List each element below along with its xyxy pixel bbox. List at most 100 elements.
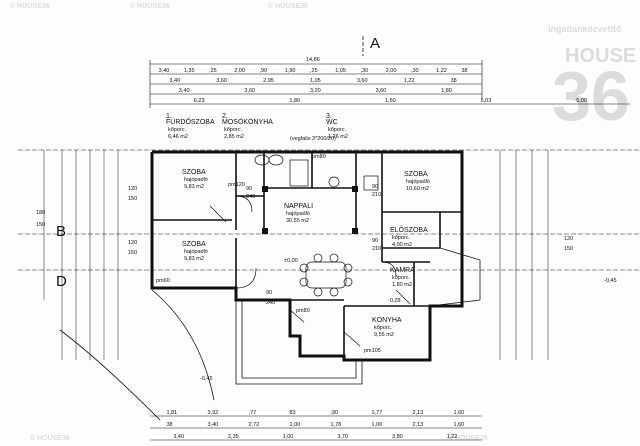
room-area-9: 9,55 m2 <box>374 332 394 338</box>
opening-4: 180 <box>36 210 45 216</box>
top-dim-4-4: 5,00 <box>576 98 587 104</box>
top-dim-3-3: 3,60 <box>376 88 387 94</box>
room-floor-6: hajópadló <box>406 179 430 185</box>
opening-0: 120 <box>128 186 137 192</box>
room-name-3: SZOBA <box>182 169 206 176</box>
axis-d-marker: D <box>18 269 640 290</box>
bottom-dim-1-0: 1,81 <box>167 410 178 416</box>
top-dim-2-4: 3,60 <box>357 78 368 84</box>
top-dim-4-2: 1,50 <box>385 98 396 104</box>
outer-walls <box>150 150 464 362</box>
watermark-tag-2: © HOUSE36 <box>130 2 170 10</box>
room-name-2: WC <box>326 119 338 126</box>
top-dim-4-0: 6,23 <box>194 98 205 104</box>
room-name-0: FÜRDŐSZOBA <box>166 117 215 126</box>
opening-2: 120 <box>128 240 137 246</box>
top-dim-3-1: 3,60 <box>244 88 255 94</box>
room-area-0: 6,46 m2 <box>168 134 188 140</box>
watermark-digits: 36 <box>552 57 630 135</box>
room-floor-9: kőporc. <box>374 325 393 331</box>
top-dim-2-6: 38 <box>451 78 457 84</box>
opening-annotations: 1201501201501801501201509024090210902109… <box>36 154 573 354</box>
top-dim-1-11: 1,22 <box>436 68 447 74</box>
bottom-dim-3-0: 3,40 <box>173 434 184 440</box>
opening-5: 150 <box>36 222 45 228</box>
opening-15: 240 <box>266 300 275 306</box>
watermark: HOUSE Ingatlanközvetítő 36 © HOUSE36 © H… <box>10 2 636 442</box>
room-floor-2: kőporc. <box>328 127 347 133</box>
room-floor-5: hajópadló <box>286 211 310 217</box>
opening-18: pm105 <box>364 348 381 354</box>
bottom-dim-2-2: 2,72 <box>249 422 260 428</box>
room-floor-0: kőporc. <box>168 127 187 133</box>
watermark-brand: HOUSE <box>565 45 636 67</box>
top-dim-1-7: 1,05 <box>335 68 346 74</box>
bottom-dim-2-1: 3,40 <box>208 422 219 428</box>
watermark-tag-4: © HOUSE36 <box>30 434 70 442</box>
opening-12: 90 <box>372 238 378 244</box>
bottom-dim-1-2: ,77 <box>249 410 257 416</box>
top-dim-1-10: ,30 <box>411 68 419 74</box>
opening-1: 150 <box>128 196 137 202</box>
room-name-8: KAMRA <box>390 267 415 274</box>
room-number-1: 1. <box>166 113 172 120</box>
room-number-2: 2. <box>222 113 228 120</box>
axis-d-label: D <box>56 273 67 290</box>
top-dim-1-1: 1,35 <box>184 68 195 74</box>
bottom-dim-2-4: 1,78 <box>331 422 342 428</box>
room-name-4: SZOBA <box>182 241 206 248</box>
axis-a-label: A <box>370 35 380 52</box>
room-floor-4: hajópadló <box>184 249 208 255</box>
opening-20: pm80 <box>296 308 310 314</box>
top-dim-2-1: 3,60 <box>216 78 227 84</box>
room-floor-3: hajópadló <box>184 177 208 183</box>
bottom-dim-3-4: 3,80 <box>392 434 403 440</box>
bottom-dim-3-5: 1,22 <box>447 434 458 440</box>
bottom-dimension-lines <box>150 415 482 441</box>
room-area-3: 9,83 m2 <box>184 184 204 190</box>
bottom-dim-3-3: 3,70 <box>337 434 348 440</box>
room-name-6: SZOBA <box>404 171 428 178</box>
top-dimension-lines <box>149 60 630 108</box>
watermark-tag-3: © HOUSE36 <box>268 2 308 10</box>
room-area-7: 4,00 m2 <box>392 242 412 248</box>
top-dim-3-2: 3,20 <box>310 88 321 94</box>
opening-9: 240 <box>246 194 255 200</box>
bottom-dim-1-7: 1,60 <box>454 410 465 416</box>
watermark-tag-1: © HOUSE36 <box>10 2 50 10</box>
opening-19: pm120 <box>228 182 245 188</box>
room-area-5: 30,55 m2 <box>286 218 309 224</box>
room-area-8: 1,80 m2 <box>392 282 412 288</box>
opening-16: pm60 <box>156 278 170 284</box>
room-floor-1: kőporc. <box>224 127 243 133</box>
top-dim-1-5: 1,90 <box>285 68 296 74</box>
opening-13: 210 <box>372 246 381 252</box>
top-dim-1-8: ,30 <box>360 68 368 74</box>
watermark-line: Ingatlanközvetítő <box>548 24 622 34</box>
bottom-dim-2-5: 1,00 <box>372 422 383 428</box>
opening-10: 90 <box>372 184 378 190</box>
bottom-dim-2-7: 1,60 <box>454 422 465 428</box>
top-dim-2-5: 1,22 <box>404 78 415 84</box>
top-dim-1-6: ,25 <box>310 68 318 74</box>
room-name-1: MOSÓKONYHA <box>222 117 273 126</box>
top-dim-2-3: 1,05 <box>310 78 321 84</box>
top-dim-2-2: 2,95 <box>263 78 274 84</box>
room-name-9: KONYHA <box>372 317 402 324</box>
bottom-dim-1-1: 3,92 <box>208 410 219 416</box>
room-floor-8: kőporc. <box>392 275 411 281</box>
top-dim-4-3: 5,03 <box>481 98 492 104</box>
top-dim-3-0: 3,40 <box>179 88 190 94</box>
terrace-outline <box>59 247 481 421</box>
bottom-dim-1-3: 83 <box>290 410 296 416</box>
watermark-tag-5: © HOUSE36 <box>448 434 488 442</box>
level-note-2: -0,28 <box>388 298 401 304</box>
total-width-dimension: 14,86 <box>306 57 320 63</box>
level-note-3: -0,45 <box>200 376 213 382</box>
room-number-3: 3. <box>326 113 332 120</box>
top-dim-1-9: 2,00 <box>386 68 397 74</box>
level-note-1: ±0,00 <box>284 258 298 264</box>
